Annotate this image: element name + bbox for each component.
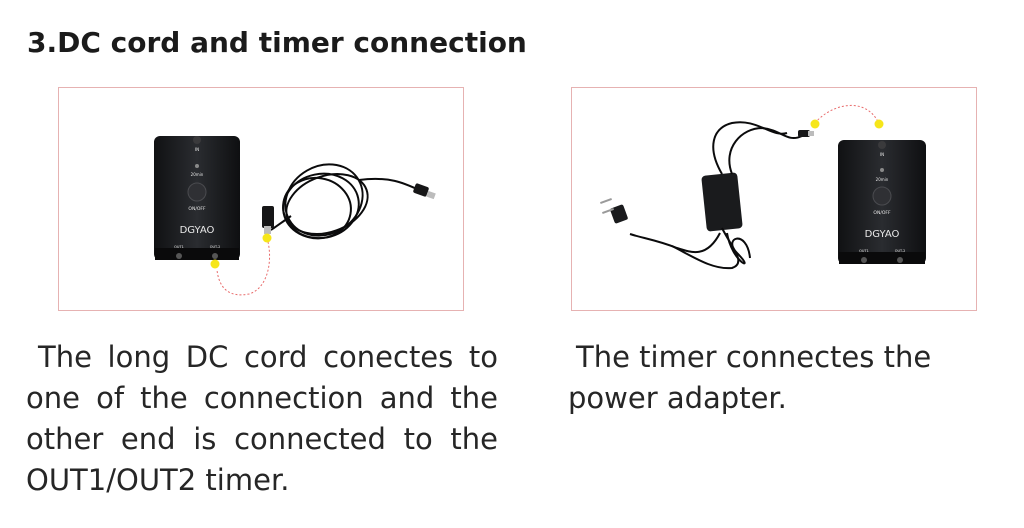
power-adapter-illustration: IN 20min ON/OFF DGYAO OUT1 OUT-2 <box>600 105 926 270</box>
device-brand: DGYAO <box>865 229 900 240</box>
dc-cord-illustration: IN 20min ON/OFF DGYAO OUT1 OUT-2 <box>154 136 436 296</box>
instruction-left-line: The long DC cord conectes to <box>38 340 498 374</box>
device-brand: DGYAO <box>180 225 215 236</box>
device-timer-label: 20min <box>191 172 204 177</box>
device-out2-label: OUT-2 <box>210 245 221 249</box>
device-out1-label: OUT1 <box>174 245 184 249</box>
instruction-right: The timer connectes the power adapter. <box>568 337 988 419</box>
device-switch-label: ON/OFF <box>188 206 206 212</box>
connection-dotted-line <box>814 105 880 125</box>
section-title: 3.DC cord and timer connection <box>27 26 527 59</box>
timer-knob <box>187 182 207 202</box>
photo-dc-cord-to-timer: IN 20min ON/OFF DGYAO OUT1 OUT-2 <box>58 87 464 311</box>
instruction-right-line: power adapter. <box>568 381 787 415</box>
marker-adapter-plug <box>810 119 820 129</box>
timer-device: IN 20min ON/OFF DGYAO OUT1 OUT-2 <box>154 136 240 260</box>
timer-knob <box>872 186 892 206</box>
instruction-left: The long DC cord conectes to one of the … <box>26 337 498 501</box>
connection-dotted-line <box>216 237 270 296</box>
marker-out-port <box>210 259 220 269</box>
device-out1-label: OUT1 <box>859 249 869 253</box>
marker-in-port <box>874 119 884 129</box>
instruction-left-line: other end is connected to the <box>26 422 498 456</box>
instruction-left-line: OUT1/OUT2 timer. <box>26 463 290 497</box>
instruction-right-line: The timer connectes the <box>576 340 932 374</box>
device-switch-label: ON/OFF <box>873 210 891 216</box>
photo-timer-to-adapter: IN 20min ON/OFF DGYAO OUT1 OUT-2 <box>571 87 977 311</box>
device-in-label: IN <box>880 152 884 157</box>
wall-plug <box>600 198 628 224</box>
dc-plug-left <box>262 206 274 234</box>
marker-cord-end <box>262 233 272 243</box>
timer-device: IN 20min ON/OFF DGYAO OUT1 OUT-2 <box>838 140 926 264</box>
dc-plug-right <box>413 183 436 200</box>
power-adapter <box>600 121 814 270</box>
device-in-label: IN <box>195 147 199 152</box>
device-timer-label: 20min <box>876 177 889 182</box>
device-out2-label: OUT-2 <box>895 249 906 253</box>
dc-cord <box>270 163 420 240</box>
instruction-left-line: one of the connection and the <box>26 381 498 415</box>
